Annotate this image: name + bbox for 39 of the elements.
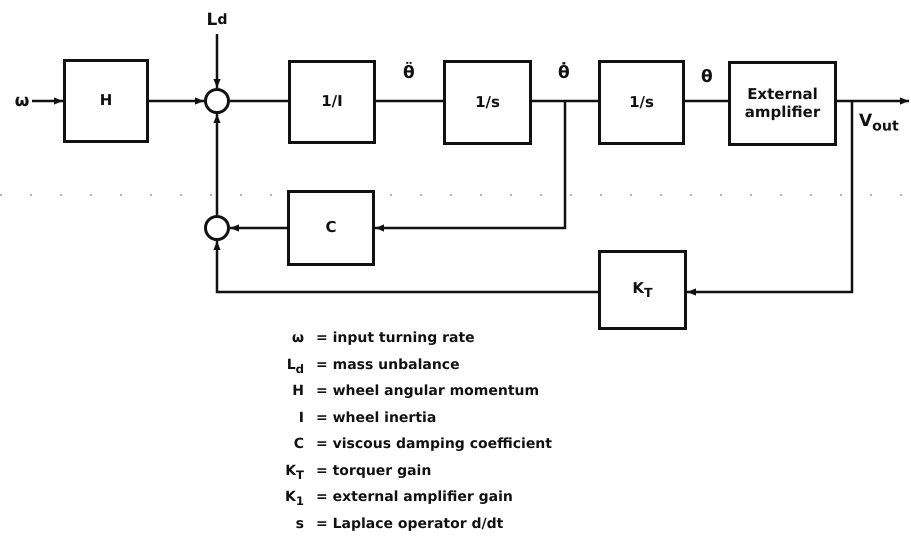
legend-definition: = mass unbalance — [316, 356, 460, 374]
arrow — [32, 97, 63, 105]
transfer-block: 1/s — [598, 60, 685, 145]
signal-line — [376, 100, 443, 102]
signal-label: ω — [12, 88, 32, 114]
legend-definition: = external amplifier gain — [316, 489, 513, 506]
summing-junction — [204, 215, 230, 241]
legend-symbol: I — [298, 410, 304, 426]
legend-symbol: s — [294, 516, 304, 532]
legend-definition: = wheel inertia — [316, 410, 436, 426]
legend-symbol: K$_{T}$ — [284, 462, 304, 482]
arrow — [213, 114, 221, 215]
legend-definition: = viscous damping coefficient — [316, 436, 552, 453]
summing-junction — [204, 88, 230, 114]
transfer-block: H — [63, 59, 149, 143]
arrow — [375, 101, 566, 232]
legend-definition: = input turning rate — [316, 330, 475, 347]
arrow — [213, 34, 221, 88]
legend-definition: = wheel angular momentum — [316, 383, 540, 400]
legend-symbol: L$_{d}$ — [286, 356, 304, 376]
arrow — [213, 241, 598, 294]
arrow — [687, 101, 854, 296]
arrow — [230, 224, 287, 232]
transfer-block: 1/s — [443, 60, 532, 145]
legend-symbol: C — [292, 436, 304, 453]
signal-line — [230, 100, 288, 102]
transfer-block: K$_{T}$ — [598, 250, 687, 330]
legend-definition: = torquer gain — [316, 462, 432, 480]
signal-line — [685, 100, 728, 102]
transfer-block: C — [287, 190, 375, 266]
legend-definition: = Laplace operator d/dt — [316, 516, 504, 532]
transfer-block: 1/I — [288, 60, 376, 144]
legend-symbol: K$_{1}$ — [284, 489, 304, 508]
legend-symbol: H — [291, 383, 304, 400]
transfer-block: External amplifier — [728, 61, 837, 146]
arrow — [837, 97, 909, 105]
arrow — [149, 97, 204, 105]
signal-line — [532, 100, 598, 102]
legend-symbol: ω — [290, 330, 304, 347]
